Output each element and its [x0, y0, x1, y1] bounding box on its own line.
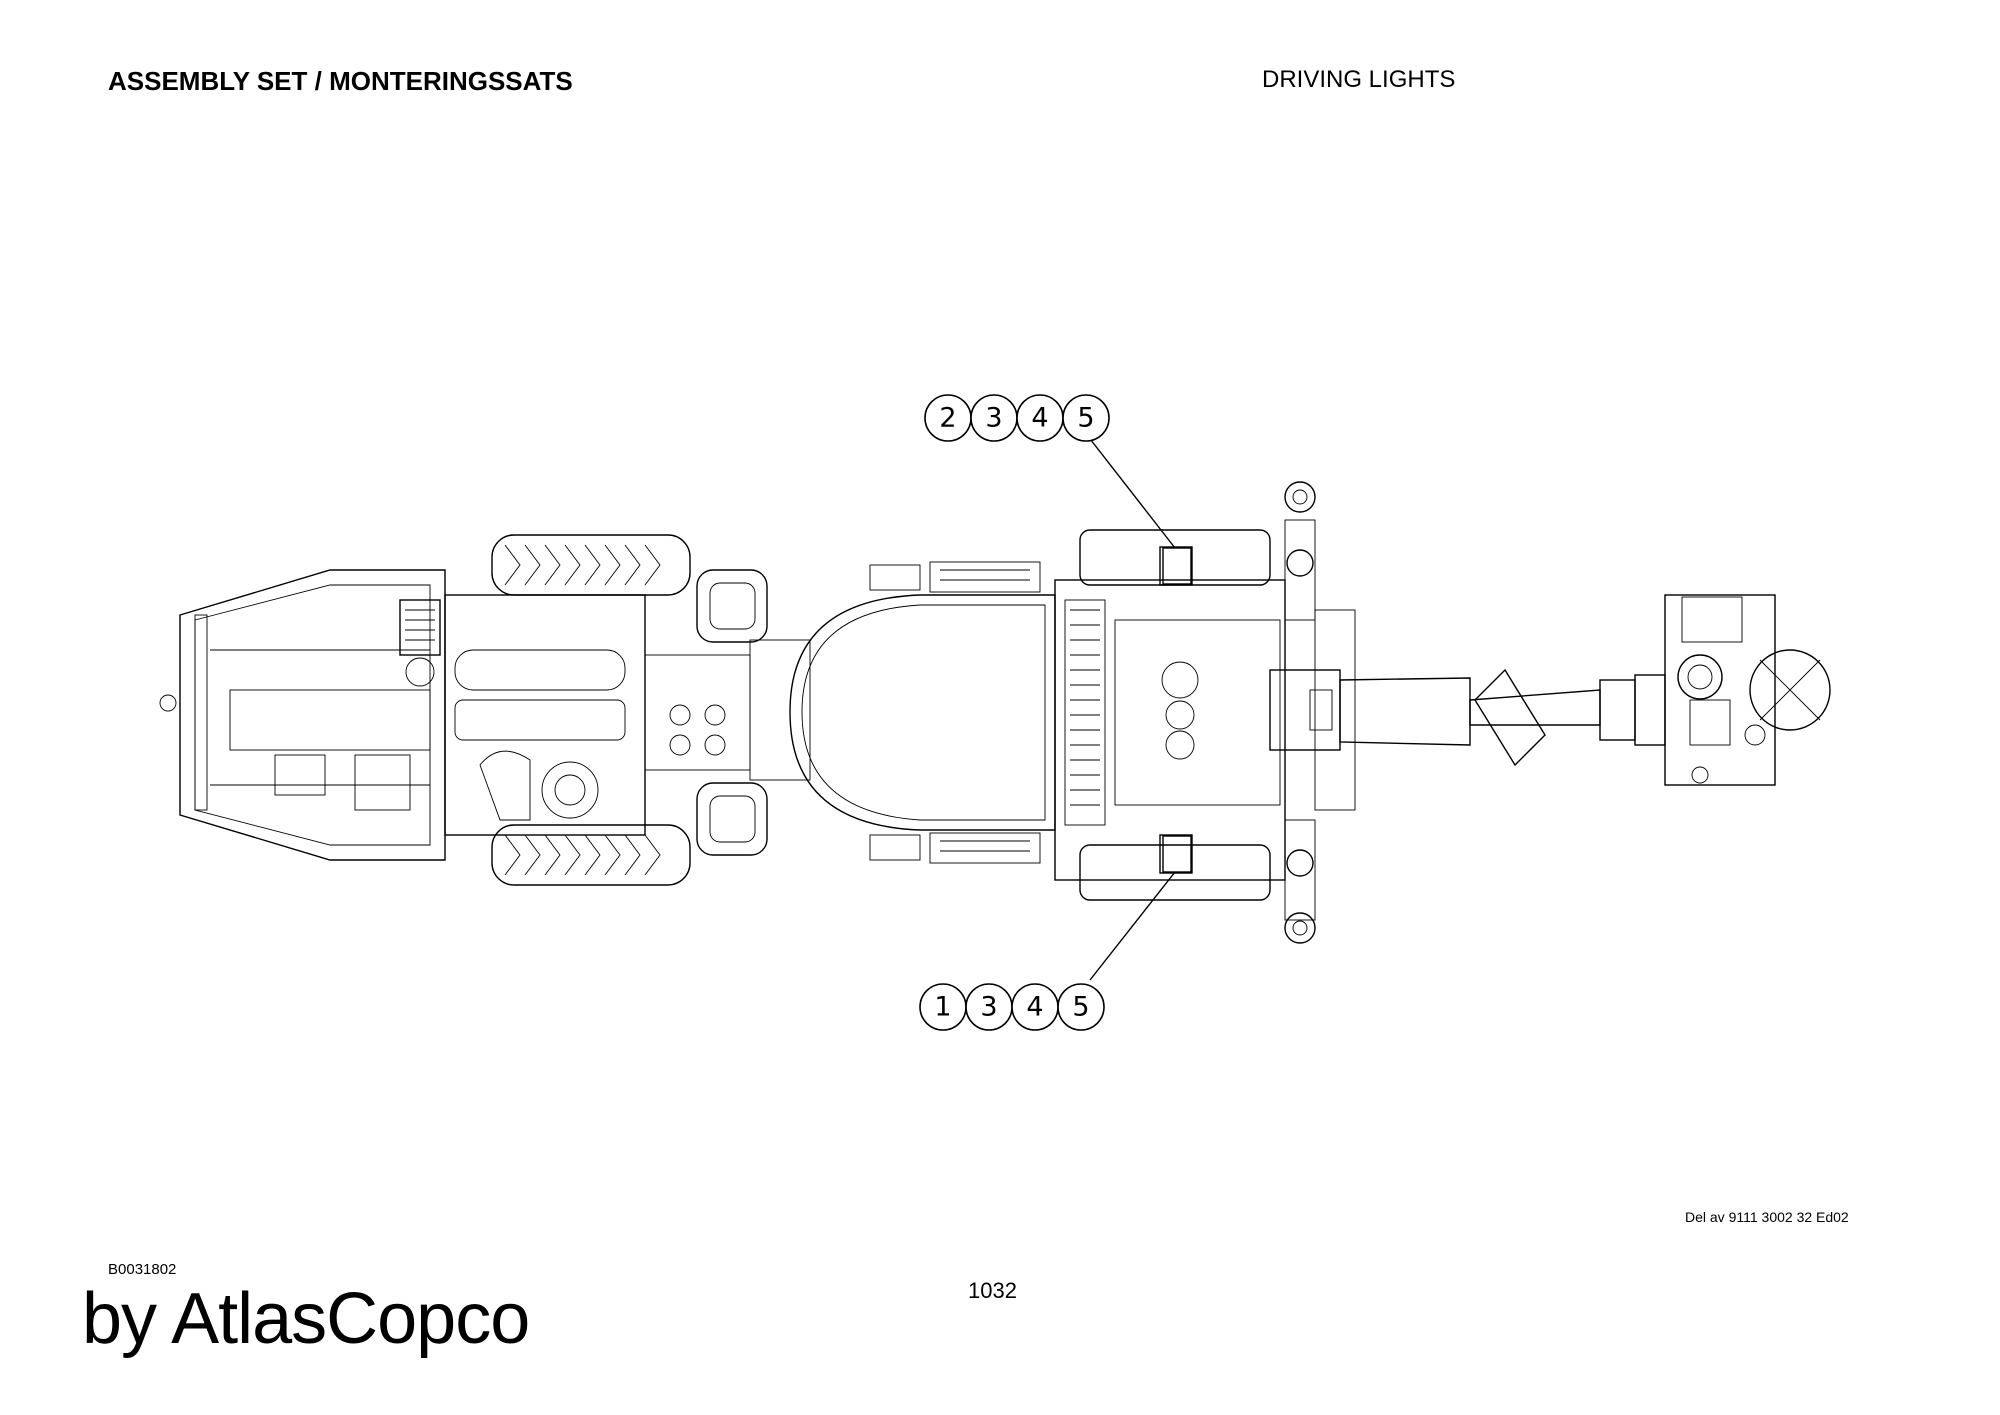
cab-section — [789, 561, 1056, 864]
callout-number: 3 — [985, 403, 1002, 434]
leader-line-top — [1086, 434, 1176, 549]
drawing-id: B0031802 — [108, 1261, 177, 1278]
page-number: 1032 — [968, 1278, 1017, 1303]
page-title: ASSEMBLY SET / MONTERINGSSATS — [108, 66, 573, 96]
callout-circle — [1062, 394, 1110, 442]
engine-block — [444, 594, 811, 836]
rock-drill-head — [1664, 594, 1831, 786]
callout-number: 3 — [980, 992, 997, 1023]
callout-top: 2 3 4 5 — [924, 394, 1110, 442]
driving-light-top — [1162, 547, 1192, 585]
callout-number: 2 — [939, 403, 956, 434]
callout-number: 1 — [934, 992, 951, 1023]
callout-circle — [1057, 983, 1105, 1031]
callout-number: 4 — [1026, 992, 1043, 1023]
callout-number: 5 — [1077, 403, 1094, 434]
callout-number: 5 — [1072, 992, 1089, 1023]
leader-line-bottom — [1089, 871, 1176, 981]
brand-watermark: by AtlasCopco — [82, 1279, 530, 1359]
front-chassis — [1054, 529, 1286, 901]
callout-number: 4 — [1031, 403, 1048, 434]
boom — [1269, 668, 1666, 767]
rear-wheels — [491, 534, 768, 886]
section-title: DRIVING LIGHTS — [1262, 66, 1456, 93]
rear-hood — [159, 569, 446, 861]
driving-light-bottom — [1162, 835, 1192, 873]
stabilizer-legs — [1284, 481, 1356, 944]
document-reference: Del av 9111 3002 32 Ed02 — [1685, 1209, 1849, 1225]
callout-bottom: 1 3 4 5 — [919, 983, 1105, 1031]
